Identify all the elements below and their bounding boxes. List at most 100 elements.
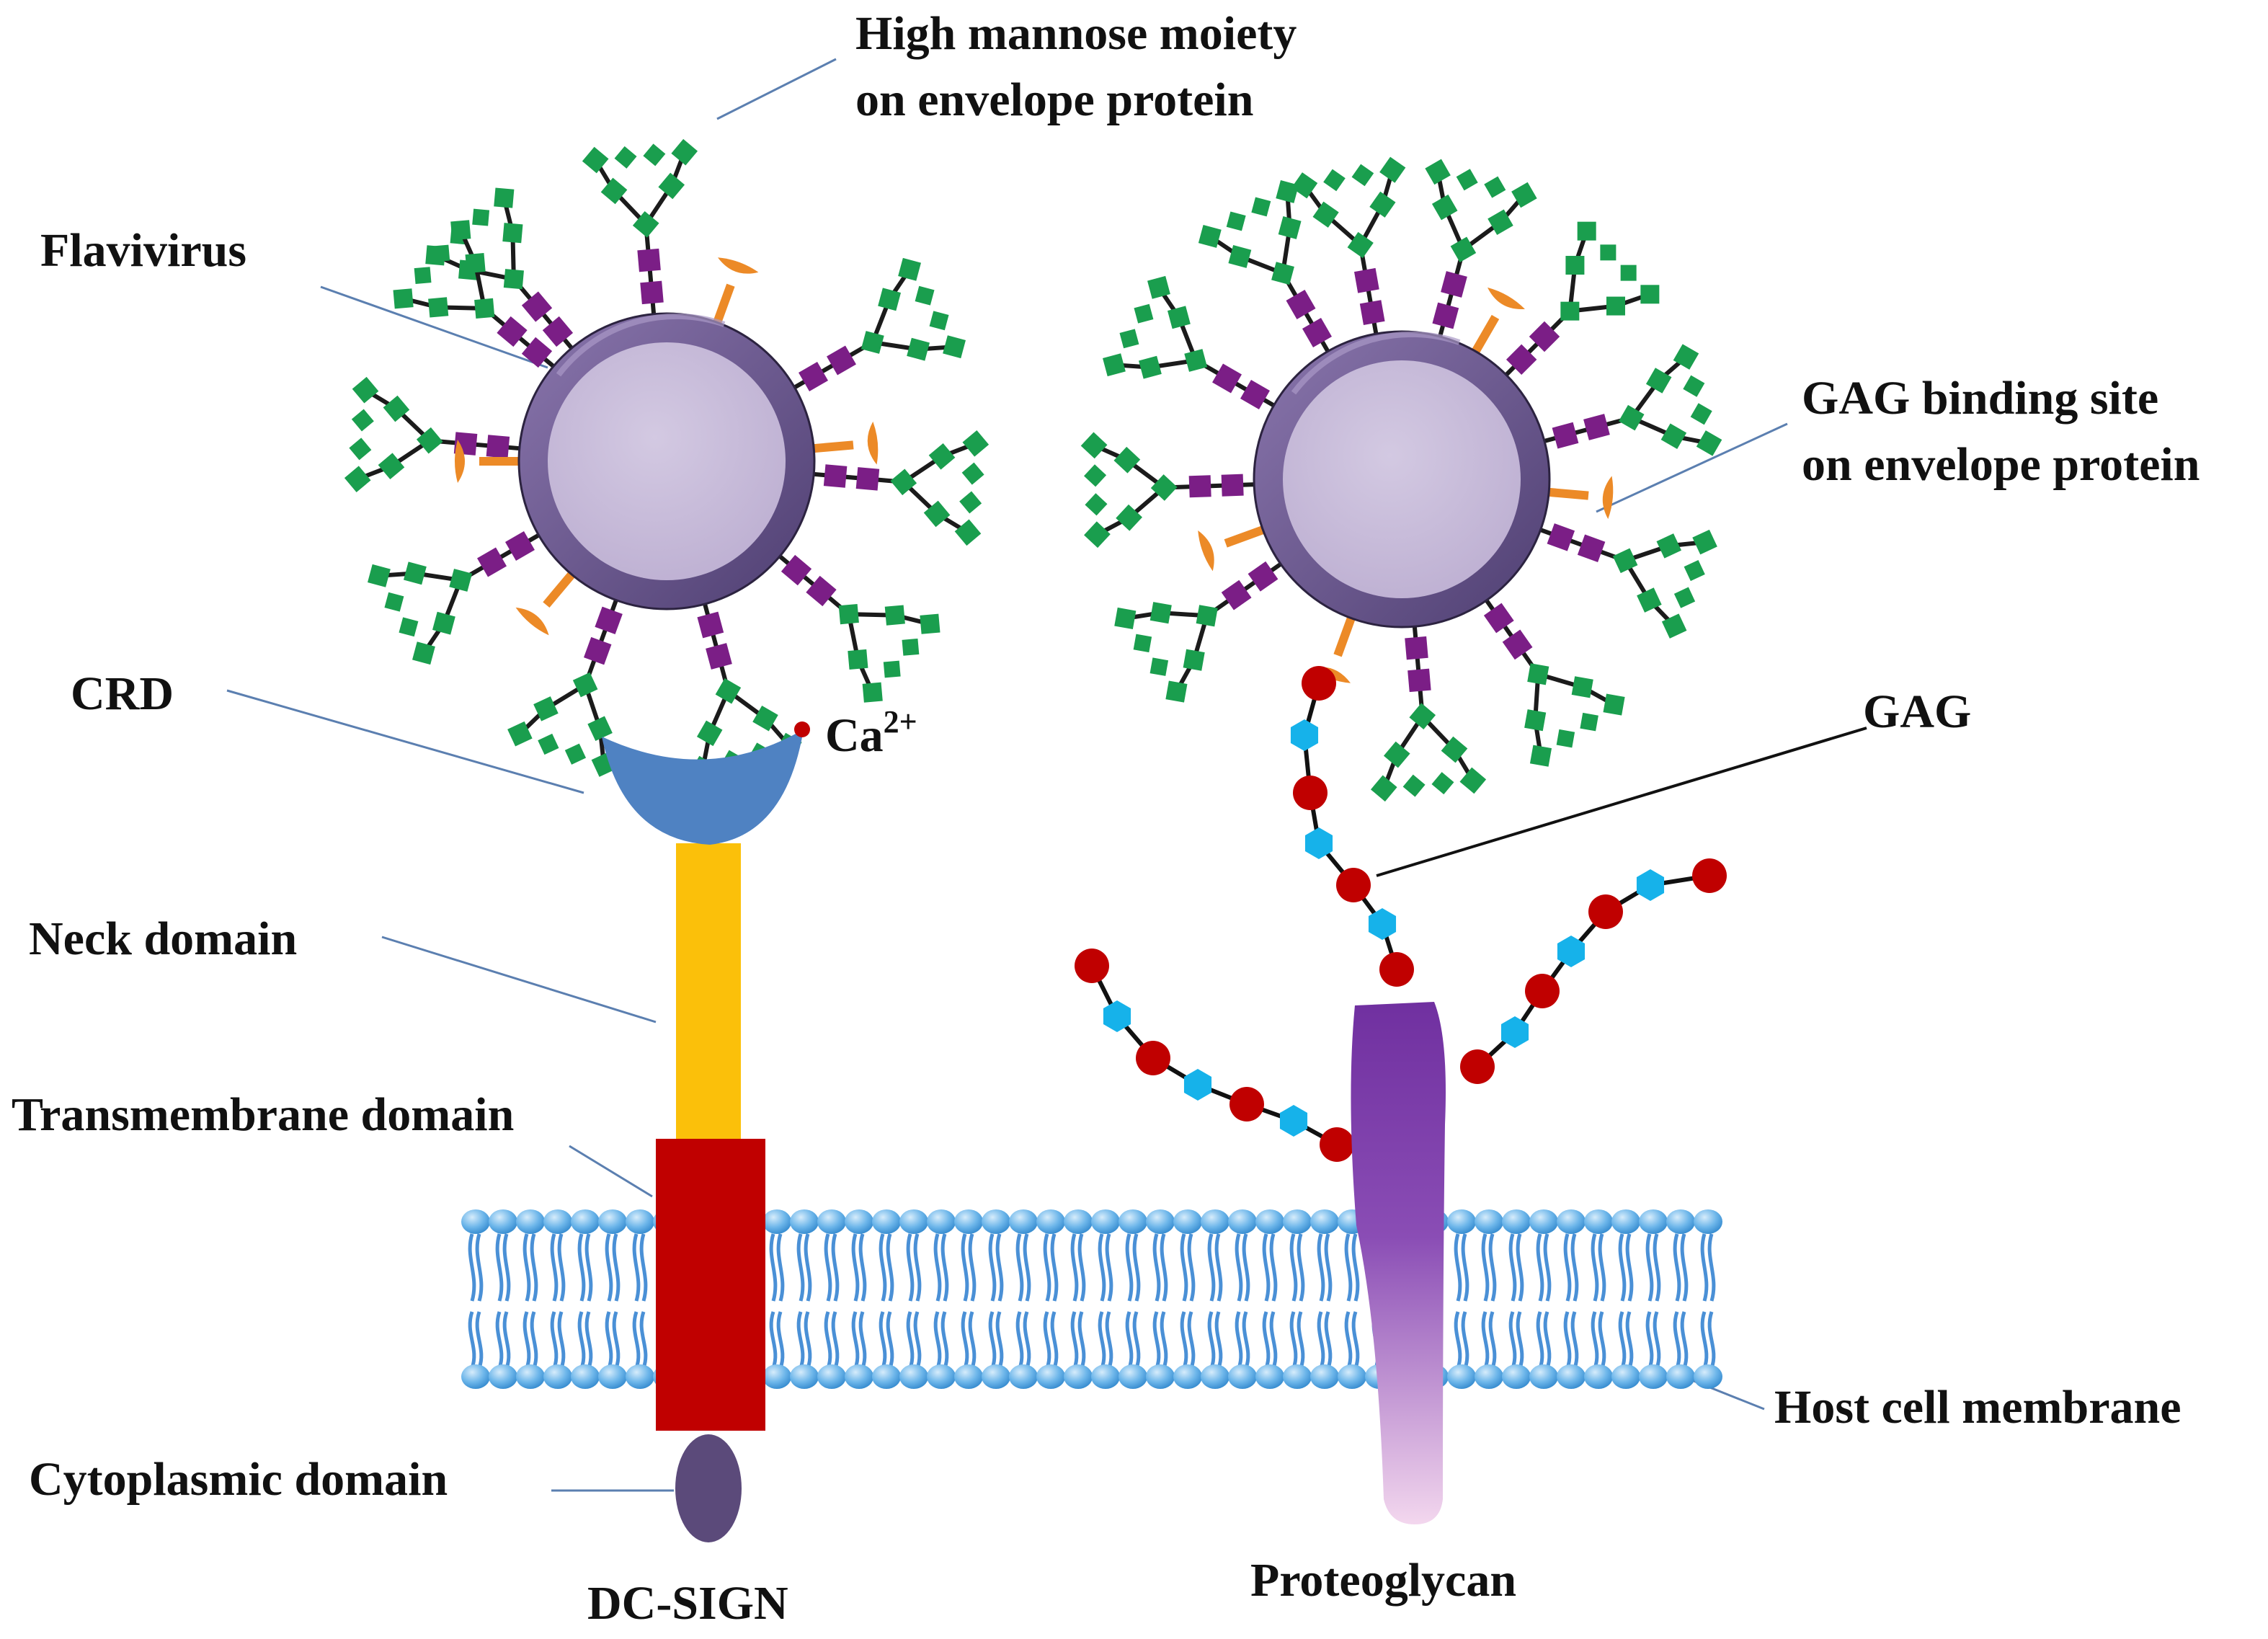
lipid-head [598, 1364, 627, 1389]
lipid-head [1639, 1209, 1668, 1234]
mannose-unit [1183, 649, 1205, 671]
lipid-tail [584, 1233, 593, 1302]
mannose-unit [1456, 169, 1478, 191]
lipid-tail [1673, 1233, 1681, 1302]
gag-sugar-cyan [1183, 1069, 1212, 1101]
envelope-highlight [556, 313, 726, 377]
linker-unit [477, 547, 507, 577]
lipid-tail [1625, 1233, 1634, 1302]
mannose-unit [399, 617, 419, 637]
label-calcium-charge: 2+ [883, 704, 917, 739]
linker-unit [799, 362, 829, 391]
gag-binding-site [1470, 287, 1525, 356]
leader-high-mannose [716, 58, 837, 120]
lipid-tail [886, 1233, 894, 1302]
lipid-head [1584, 1364, 1613, 1389]
lipid-head [1666, 1364, 1695, 1389]
gag-sugar-red [1525, 974, 1560, 1008]
neck-domain-shape [676, 843, 741, 1139]
mannose-unit [1640, 285, 1660, 304]
lipid-tail [824, 1311, 832, 1369]
cytoplasmic-domain-shape [675, 1434, 742, 1542]
lipid-head [1447, 1209, 1476, 1234]
glycan-antenna [507, 594, 623, 777]
label-crd: CRD [71, 667, 174, 720]
binding-site-cup [515, 607, 549, 636]
lipid-tail [1242, 1311, 1250, 1369]
calcium-ion [794, 721, 810, 737]
gag-sugar-cyan [1279, 1105, 1308, 1137]
mannose-unit [587, 716, 613, 742]
lipid-tail [1269, 1311, 1278, 1369]
lipid-tail [1591, 1233, 1599, 1302]
linker-unit [806, 575, 837, 607]
lipid-head [598, 1209, 627, 1234]
lipid-tail [1680, 1311, 1689, 1369]
lipid-tail [1324, 1311, 1333, 1369]
mannose-unit [752, 705, 778, 732]
lipid-tail [1214, 1233, 1223, 1302]
lipid-tail [1645, 1311, 1654, 1369]
gag-sugar-red [1320, 1127, 1354, 1162]
lipid-head [1502, 1209, 1531, 1234]
lipid-head [1009, 1209, 1038, 1234]
mannose-unit [1113, 446, 1141, 474]
label-gag-binding-line2: on envelope protein [1802, 438, 2200, 491]
lipid-tail [1707, 1233, 1716, 1302]
lipid-tail [1570, 1233, 1579, 1302]
mannose-unit [1431, 194, 1458, 221]
lipid-tail [557, 1233, 566, 1302]
lipid-tail [1187, 1311, 1196, 1369]
lipid-head [1173, 1209, 1202, 1234]
linker-unit [697, 611, 724, 639]
mannose-unit [1606, 296, 1625, 316]
mannose-unit [1084, 464, 1107, 487]
mannose-unit [1149, 602, 1172, 624]
lipid-head [1255, 1364, 1284, 1389]
gag-sugar-red [1692, 858, 1727, 893]
lipid-tail [1598, 1311, 1606, 1369]
mannose-unit [1487, 209, 1513, 236]
lipid-head [1310, 1209, 1339, 1234]
lipid-tail [1180, 1233, 1188, 1302]
mannose-unit [614, 146, 637, 169]
lipid-head [1201, 1209, 1229, 1234]
linker-unit [1552, 422, 1579, 449]
lipid-tail [1324, 1233, 1333, 1302]
lipid-tail [1132, 1233, 1141, 1302]
lipid-head [489, 1364, 517, 1389]
leader-neck [381, 936, 657, 1023]
lipid-head [872, 1364, 901, 1389]
binding-site-cup [1198, 530, 1214, 572]
linker-unit [637, 248, 661, 272]
glycan-antenna [368, 531, 544, 665]
mannose-unit [564, 743, 587, 765]
mannose-unit [943, 335, 966, 359]
lipid-tail [1454, 1311, 1462, 1369]
lipid-tail [776, 1311, 785, 1369]
binding-site-stem [1224, 525, 1268, 548]
label-transmembrane-domain: Transmembrane domain [12, 1088, 515, 1141]
gag-binding-site [1545, 476, 1614, 520]
mannose-unit [412, 641, 435, 665]
mannose-unit [1637, 587, 1662, 613]
mannose-unit [1116, 504, 1143, 531]
mannose-unit [1618, 404, 1645, 431]
label-neck-domain: Neck domain [29, 912, 298, 965]
lipid-tail [1235, 1233, 1243, 1302]
mannose-unit [384, 592, 404, 612]
mannose-unit [1656, 533, 1682, 559]
lipid-head [790, 1364, 819, 1389]
lipid-tail [1707, 1311, 1716, 1369]
lipid-tail [1242, 1233, 1250, 1302]
lipid-tail [1570, 1311, 1579, 1369]
lipid-tail [769, 1311, 778, 1369]
mannose-unit [1661, 613, 1687, 639]
mannose-unit [1370, 775, 1397, 802]
flavivirus-particle-left [344, 138, 990, 782]
lipid-head [516, 1364, 545, 1389]
gag-sugar-red [1336, 868, 1371, 902]
mannose-unit [1312, 201, 1339, 228]
lipid-head [1119, 1209, 1147, 1234]
lipid-tail [1516, 1311, 1524, 1369]
